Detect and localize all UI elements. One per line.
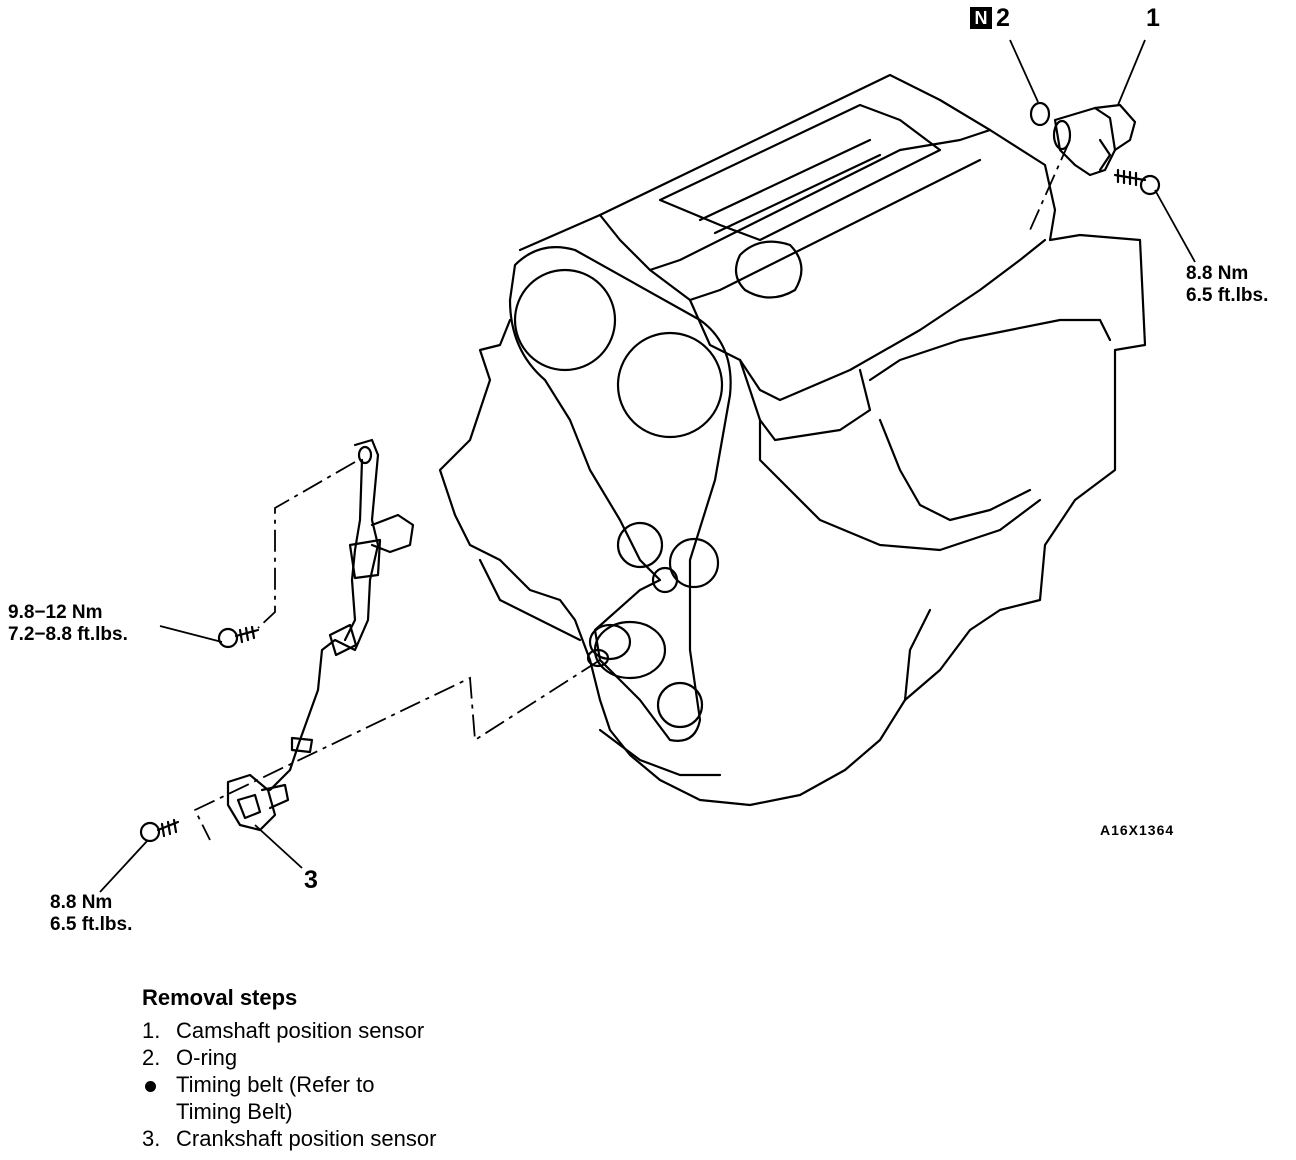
step-marker: 1. [142, 1018, 161, 1043]
new-part-badge: N [970, 7, 992, 29]
step-text: O-ring [176, 1045, 238, 1070]
leader-bracket-torque [159, 625, 223, 643]
alignment-line-camshaft [1029, 139, 1071, 231]
removal-steps-title: Removal steps [142, 985, 298, 1010]
alignment-line-crank [193, 659, 601, 841]
crankshaft-sensor-bolt [139, 818, 180, 843]
figure-code: A16X1364 [1100, 822, 1175, 838]
step-text: Timing belt (Refer to Timing Belt) [176, 1071, 374, 1125]
cam-bolt-torque-nm: 8.8 Nm [1186, 263, 1249, 284]
bracket-bolt-torque: 9.8−12 Nm 7.2−8.8 ft.lbs. [8, 602, 128, 646]
leader-crank-torque [99, 839, 149, 893]
step-text-line2: Timing Belt) [176, 1099, 293, 1124]
crank-bolt-torque-nm: 8.8 Nm [50, 892, 113, 913]
camshaft-sprocket-left [513, 268, 617, 372]
bracket-bolt-torque-ftlbs: 7.2−8.8 ft.lbs. [8, 623, 128, 645]
step-text: Crankshaft position sensor [176, 1126, 437, 1151]
leader-part3 [254, 824, 303, 869]
bullet-icon [145, 1081, 156, 1092]
alignment-line-bracket [257, 461, 356, 629]
callout-1: 1 [1146, 4, 1160, 32]
step-item: 3. Crankshaft position sensor [142, 1125, 562, 1152]
callout-3: 3 [304, 866, 318, 894]
step-item: Timing belt (Refer to Timing Belt) [142, 1071, 562, 1125]
leader-cam-torque [1154, 189, 1196, 263]
idler-pulley-top [616, 521, 664, 569]
step-text-line1: Timing belt (Refer to [176, 1072, 375, 1097]
sensor-harness [268, 438, 415, 792]
crank-bolt-torque: 8.8 Nm 6.5 ft.lbs. [50, 892, 132, 936]
step-marker [142, 1071, 176, 1125]
callout-2-number: 2 [996, 4, 1010, 32]
engine-block [438, 73, 1147, 807]
leader-part2 [1009, 39, 1039, 103]
timing-belt [508, 246, 732, 742]
crankshaft-position-sensor [226, 773, 290, 832]
step-item: 1. Camshaft position sensor [142, 1017, 562, 1044]
bracket-bolt [217, 625, 260, 649]
lower-idler-pulley [656, 681, 704, 729]
camshaft-sensor-bolt [1113, 168, 1161, 196]
step-marker: 2. [142, 1045, 161, 1070]
step-text: Camshaft position sensor [176, 1018, 425, 1043]
camshaft-position-sensor [1052, 103, 1137, 177]
crankshaft-sprocket [586, 620, 667, 680]
bracket-bolt-torque-nm: 9.8−12 Nm [8, 602, 103, 623]
idler-pulley-small [651, 566, 679, 594]
o-ring [1029, 101, 1051, 127]
cam-bolt-torque: 8.8 Nm 6.5 ft.lbs. [1186, 263, 1268, 307]
camshaft-sprocket-right [616, 331, 724, 439]
step-item: 2. O-ring [142, 1044, 562, 1071]
removal-steps: Removal steps 1. Camshaft position senso… [142, 984, 562, 1152]
leader-part1 [1117, 39, 1146, 106]
crank-bolt-torque-ftlbs: 6.5 ft.lbs. [50, 913, 133, 935]
tensioner-pulley [668, 537, 720, 589]
step-marker: 3. [142, 1126, 161, 1151]
cam-bolt-torque-ftlbs: 6.5 ft.lbs. [1186, 284, 1269, 306]
